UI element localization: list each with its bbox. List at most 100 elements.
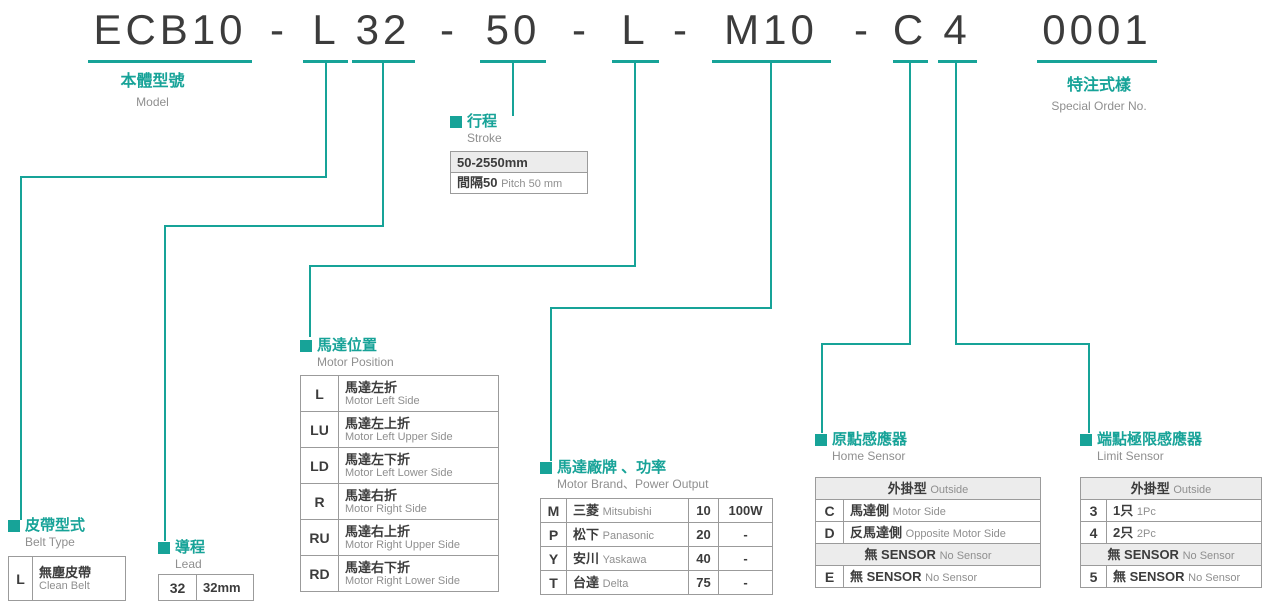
motor-position-title-en: Motor Position	[317, 355, 394, 369]
section-bullet-icon	[450, 115, 462, 128]
motor-position-table: L 馬達左折 Motor Left Side LU 馬達左上折 Motor Le…	[300, 375, 499, 592]
table-row: L 無塵皮帶 Clean Belt	[8, 556, 126, 601]
connector-line	[909, 63, 911, 345]
stroke-table: 50-2550mm 間隔50 Pitch 50 mm	[450, 151, 588, 194]
desc-zh: 2只	[1113, 524, 1134, 540]
code-segment-motor-brand: M10	[724, 6, 818, 53]
brand-cell: 松下 Panasonic	[566, 522, 689, 547]
connector-line	[325, 63, 327, 178]
code-cell: P	[540, 522, 567, 547]
home-sensor-title-zh: 原點感應器	[832, 431, 908, 448]
brand-zh: 三菱	[573, 502, 600, 518]
outside-cell: 外掛型 Outside	[1080, 477, 1262, 500]
no-sensor-cell: 無 SENSOR No Sensor	[815, 543, 1041, 566]
model-label-zh: 本體型號	[120, 73, 185, 90]
desc-en: No Sensor	[925, 571, 978, 584]
desc-en: Motor Right Side	[345, 502, 427, 515]
no-sensor-zh: 無 SENSOR	[864, 546, 936, 562]
limit-sensor-header: 端點極限感應器 Limit Sensor	[1080, 431, 1202, 464]
desc-cell: 馬達側 Motor Side	[843, 499, 1041, 522]
connector-line	[770, 63, 772, 309]
desc-en: Opposite Motor Side	[905, 527, 1006, 540]
table-row: 4 2只 2Pc	[1080, 521, 1262, 544]
underline	[938, 60, 977, 63]
code-dash-icon: -	[270, 6, 284, 53]
motor-brand-title-en: Motor Brand、Power Output	[557, 477, 709, 491]
code-cell: LU	[300, 411, 339, 448]
motor-position-title-zh: 馬達位置	[317, 337, 378, 354]
connector-line	[20, 176, 327, 178]
code-dash-icon: -	[854, 6, 868, 53]
code-segment-body: ECB10	[93, 6, 247, 53]
desc-zh: 馬達左上折	[345, 415, 411, 431]
table-row: 外掛型 Outside	[815, 477, 1041, 500]
desc-cell: 馬達左下折 Motor Left Lower Side	[338, 447, 499, 484]
stroke-pitch-cell: 間隔50 Pitch 50 mm	[450, 172, 588, 194]
stroke-title-zh: 行程	[467, 113, 498, 130]
table-row: P 松下 Panasonic 20 -	[540, 522, 773, 547]
section-bullet-icon	[300, 339, 312, 352]
desc-zh: 1只	[1113, 502, 1134, 518]
connector-line	[550, 307, 772, 309]
section-bullet-icon	[8, 519, 20, 532]
belt-type-title-en: Belt Type	[25, 535, 75, 549]
table-row: 外掛型 Outside	[1080, 477, 1262, 500]
stroke-header: 行程 Stroke	[450, 113, 502, 146]
brand-en: Mitsubishi	[602, 505, 652, 518]
no-sensor-zh: 無 SENSOR	[1107, 546, 1179, 562]
table-row: 間隔50 Pitch 50 mm	[450, 172, 588, 194]
table-row: D 反馬達側 Opposite Motor Side	[815, 521, 1041, 544]
section-bullet-icon	[815, 433, 827, 446]
underline	[352, 60, 415, 63]
underline	[893, 60, 928, 63]
connector-line	[955, 63, 957, 345]
code-cell: E	[815, 565, 844, 588]
power-code-cell: 75	[688, 570, 719, 595]
no-sensor-cell: 無 SENSOR No Sensor	[1080, 543, 1262, 566]
limit-sensor-table: 外掛型 Outside 3 1只 1Pc 4 2只 2Pc 無 SENSOR N…	[1080, 477, 1262, 588]
table-row: 5 無 SENSOR No Sensor	[1080, 565, 1262, 588]
code-cell: 4	[1080, 521, 1107, 544]
pitch-zh: 間隔50	[457, 175, 498, 190]
underline	[303, 60, 348, 63]
table-row: Y 安川 Yaskawa 40 -	[540, 546, 773, 571]
connector-line	[634, 63, 636, 267]
desc-zh: 馬達側	[850, 502, 890, 518]
table-row: R 馬達右折 Motor Right Side	[300, 483, 499, 520]
connector-line	[955, 343, 1090, 345]
table-row: 3 1只 1Pc	[1080, 499, 1262, 522]
outside-cell: 外掛型 Outside	[815, 477, 1041, 500]
desc-en: No Sensor	[1188, 571, 1241, 584]
desc-en: Motor Left Upper Side	[345, 430, 453, 443]
desc-zh: 馬達右折	[345, 487, 398, 503]
desc-cell: 反馬達側 Opposite Motor Side	[843, 521, 1041, 544]
belt-type-title-zh: 皮帶型式	[25, 517, 86, 534]
table-row: E 無 SENSOR No Sensor	[815, 565, 1041, 588]
power-code-cell: 40	[688, 546, 719, 571]
motor-brand-table: M 三菱 Mitsubishi 10 100W P 松下 Panasonic 2…	[540, 498, 773, 595]
lead-title-en: Lead	[175, 557, 202, 571]
desc-cell: 馬達左折 Motor Left Side	[338, 375, 499, 412]
code-segment-home-sensor: C	[892, 6, 928, 53]
desc-en: Motor Right Lower Side	[345, 574, 460, 587]
desc-cell: 無 SENSOR No Sensor	[1106, 565, 1262, 588]
stroke-title-en: Stroke	[467, 131, 502, 145]
special-order-label: 特注式樣 Special Order No.	[1032, 76, 1166, 114]
code-segment-stroke: 50	[485, 6, 541, 53]
outside-zh: 外掛型	[1130, 480, 1170, 496]
table-row: LD 馬達左下折 Motor Left Lower Side	[300, 447, 499, 484]
desc-zh: 無塵皮帶	[39, 564, 92, 580]
brand-en: Panasonic	[602, 529, 655, 542]
desc-en: Motor Right Upper Side	[345, 538, 460, 551]
code-segment-motor-position: L	[621, 6, 649, 53]
power-cell: -	[718, 546, 773, 571]
table-row: LU 馬達左上折 Motor Left Upper Side	[300, 411, 499, 448]
special-order-label-en: Special Order No.	[1051, 99, 1147, 113]
connector-line	[821, 343, 823, 433]
code-cell: RD	[300, 555, 339, 592]
limit-sensor-title-zh: 端點極限感應器	[1097, 431, 1203, 448]
motor-brand-title-zh: 馬達廠牌 、功率	[557, 459, 667, 476]
connector-line	[512, 63, 514, 116]
section-bullet-icon	[1080, 433, 1092, 446]
